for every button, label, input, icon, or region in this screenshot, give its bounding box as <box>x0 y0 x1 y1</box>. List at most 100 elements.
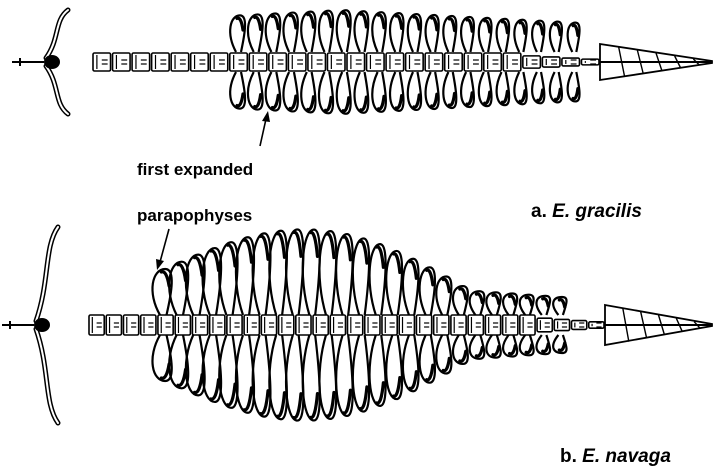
specimen-a-rib-upper <box>283 13 297 52</box>
specimen-a-spine <box>93 53 599 71</box>
specimen-a-vertebra <box>386 53 404 71</box>
specimen-a-rib-lower-shade <box>237 94 243 106</box>
specimen-b-vertebra <box>589 322 604 328</box>
specimen-a-rib-lower-shade <box>538 90 543 101</box>
specimen-b-vertebra <box>520 315 535 335</box>
specimen-b-vertebra <box>554 319 569 330</box>
specimen-a-rib-upper-shade <box>502 22 507 33</box>
specimen-b-rib-upper <box>236 237 254 315</box>
specimen-a-vertebra <box>93 53 111 71</box>
specimen-a-rib-upper-shade <box>432 18 437 30</box>
specimen-b-rib-lower-shade <box>277 393 284 417</box>
specimen-a-vertebra <box>406 53 424 71</box>
specimen-a-rib-lower <box>283 72 297 111</box>
specimen-b-rib-upper-shade <box>410 262 416 279</box>
specimen-a-vertebra <box>191 53 209 71</box>
specimen-a-rib-lower-shade <box>520 91 525 102</box>
specimen-a-rib-upper <box>461 17 474 52</box>
specimen-a-vertebra <box>425 53 443 71</box>
caption-a-species: E. gracilis <box>552 201 642 222</box>
specimen-b-rib-lower <box>403 335 419 391</box>
specimen-b-rib-upper-shade <box>277 234 284 258</box>
specimen-b-rib-lower-shade <box>178 369 186 385</box>
specimen-a-vertebra <box>249 53 267 71</box>
specimen-a-vertebra <box>113 53 131 71</box>
specimen-b-rib-lower <box>420 335 435 383</box>
specimen-b-rib-lower-shade <box>360 387 367 409</box>
specimen-b-rib-upper <box>219 242 237 315</box>
specimen-a-rib-upper-shade <box>396 16 401 28</box>
specimen-b-vertebra <box>279 315 294 335</box>
specimen-a-rib-upper <box>301 12 315 52</box>
specimen-a-rib-lower-shade <box>255 95 261 107</box>
specimen-a-rib-lower-shade <box>555 89 560 99</box>
specimen-b-rib-upper-shade <box>194 257 202 275</box>
specimen-b-spine <box>89 315 604 335</box>
specimen-b-rib-upper-shade <box>377 247 384 267</box>
specimen-a-rib-upper <box>497 19 509 52</box>
specimen-b-rib-upper-shade <box>526 297 532 305</box>
specimen-a-rib-upper <box>532 21 544 52</box>
specimen-a-rib-upper-shade <box>379 15 384 28</box>
specimen-b-vertebra <box>365 315 380 335</box>
specimen-b-rib-lower <box>236 335 254 413</box>
specimen-a-rib-upper-shade <box>467 20 472 32</box>
specimen-b-vertebra <box>296 315 311 335</box>
specimen-b-rib-lower-shade <box>244 388 251 410</box>
specimen-a-rib-lower <box>301 72 315 112</box>
specimen-b-rib-upper-shade <box>344 237 351 260</box>
specimen-b-rib-lower-shade <box>228 384 235 405</box>
specimen-b-vertebra <box>451 315 466 335</box>
specimen-a-rib-upper <box>479 18 492 52</box>
specimen-a-rib-upper <box>266 14 281 52</box>
specimen-b-rib-upper-shade <box>559 300 564 307</box>
specimen-a-rib-lower-shade <box>396 96 401 108</box>
specimen-b-rib-lower-shade <box>427 365 433 380</box>
specimen-a-rib-lower <box>390 72 403 111</box>
specimen-b-rib-upper-shade <box>294 232 301 256</box>
specimen-b-vertebra <box>123 315 138 335</box>
specimen-b-rib-lower-shade <box>410 372 416 389</box>
caption-b-species: E. navaga <box>582 446 671 467</box>
specimen-a-vertebra <box>269 53 287 71</box>
specimen-a-rib-lower-shade <box>325 98 331 111</box>
specimen-b-vertebra <box>244 315 259 335</box>
caption-b: b. E. navaga <box>560 446 671 468</box>
caption-a: a. E. gracilis <box>531 201 642 223</box>
specimen-a-rib-lower-shade <box>449 94 454 106</box>
specimen-b-rib-upper <box>403 259 419 315</box>
specimen-a-pectoral-girdle <box>12 10 68 114</box>
specimen-b-rib-lower-shade <box>344 390 351 413</box>
specimen-a-vertebra <box>445 53 463 71</box>
specimen-a-vertebra <box>308 53 326 71</box>
specimen-a-rib-upper-shade <box>325 13 331 26</box>
specimen-a-rib-lower <box>426 72 439 109</box>
specimen-b-rib-lower-shade <box>476 347 482 356</box>
specimen-a-rib-upper-shade <box>449 19 454 31</box>
specimen-a-rib-lower <box>230 72 245 109</box>
specimen-a-rib-upper-shade <box>555 24 560 34</box>
specimen-b-rib-lower-shade <box>543 344 549 352</box>
annotation-label-line1: first expanded <box>137 160 253 180</box>
specimen-a-rib-upper <box>408 14 421 52</box>
specimen-b-vertebra <box>210 315 225 335</box>
specimen-a-skull-knob <box>44 55 60 69</box>
specimen-a-rib-upper <box>230 15 245 52</box>
specimen-b-rib-lower <box>253 335 271 417</box>
specimen-b-vertebra <box>106 315 121 335</box>
specimen-b-rib-upper-shade <box>261 236 268 259</box>
specimen-a-vertebra <box>327 53 345 71</box>
specimen-a-rib-upper <box>355 11 369 52</box>
specimen-b-rib-upper-shade <box>211 251 219 270</box>
specimen-a-vertebra <box>503 53 521 71</box>
specimen-b-vertebra <box>192 315 207 335</box>
specimen-b-rib-lower-shade <box>311 394 318 418</box>
specimen-a-vertebra <box>171 53 189 71</box>
specimen-a-rib-upper <box>550 22 562 52</box>
specimen-a-rib-upper-shade <box>343 13 349 26</box>
specimen-a-rib-lower <box>266 72 281 110</box>
specimen-a-vertebra <box>542 57 560 67</box>
specimen-b-skeleton <box>2 227 712 423</box>
specimen-b-rib-upper-shade <box>476 294 482 303</box>
specimen-b-lower-bone-core <box>36 329 58 423</box>
